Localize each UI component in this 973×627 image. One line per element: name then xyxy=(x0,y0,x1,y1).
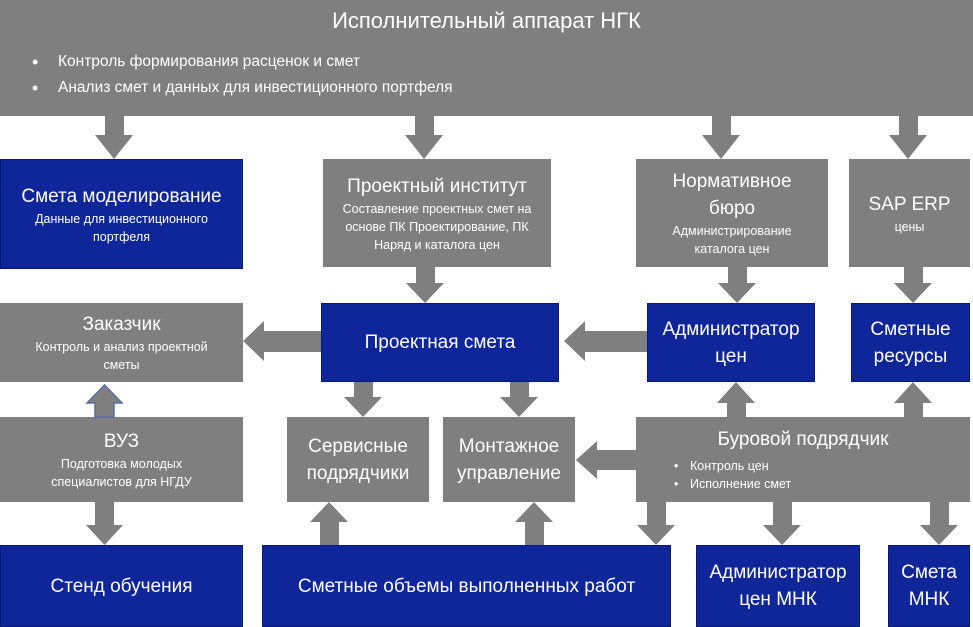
arrow-down xyxy=(920,502,958,545)
box-title: Проектная смета xyxy=(364,332,516,353)
arrow-down xyxy=(702,116,740,159)
sap-erp-box: SAP ERP цены xyxy=(849,159,970,267)
drilling-bullet: Контроль цен xyxy=(666,457,791,475)
box-title: Стенд обучения xyxy=(50,575,193,597)
box-title: ВУЗ xyxy=(103,431,140,452)
box-title: Смета моделирование xyxy=(21,185,222,207)
box-title: Монтажное управление xyxy=(457,435,561,484)
arrow-up xyxy=(717,382,755,417)
project-estimate-box: Проектная смета xyxy=(321,303,559,382)
arrow-down xyxy=(894,267,932,303)
arrow-down xyxy=(86,502,123,545)
design-institute-box: Проектный институт Составление проектных… xyxy=(323,159,551,267)
box-subtitle: Администрирование каталога цен xyxy=(672,224,792,256)
arrow-down xyxy=(406,267,444,303)
box-subtitle: цены xyxy=(894,219,925,234)
arrow-down xyxy=(718,267,756,303)
header-title: Исполнительный аппарат НГК xyxy=(332,8,641,33)
box-title: Проектный институт xyxy=(347,175,527,197)
training-stand-box: Стенд обучения xyxy=(0,545,243,627)
box-title: Администратор цен МНК xyxy=(709,562,847,610)
box-subtitle: Составление проектных смет на основе ПК … xyxy=(342,201,532,252)
installation-department-box: Монтажное управление xyxy=(443,417,575,502)
drilling-contractor-box: Буровой подрядчик Контроль цен Исполнени… xyxy=(636,417,970,502)
arrow-down xyxy=(763,502,801,545)
arrow-down xyxy=(500,382,538,417)
arrow-left xyxy=(564,321,647,361)
box-title: SAP ERP xyxy=(868,193,951,215)
estimate-resources-box: Сметные ресурсы xyxy=(851,303,970,382)
header-executive-apparatus: Исполнительный аппарат НГК Контроль форм… xyxy=(0,0,973,116)
smeta-modeling-box: Смета моделирование Данные для инвестици… xyxy=(0,159,243,269)
customer-box: Заказчик Контроль и анализ проектной сме… xyxy=(0,303,243,382)
box-subtitle: Данные для инвестиционного портфеля xyxy=(35,211,208,244)
arrow-up xyxy=(85,383,124,418)
box-title: Заказчик xyxy=(82,314,161,335)
estimate-mnk-box: Смета МНК xyxy=(888,545,970,627)
header-bullet: Анализ смет и данных для инвестиционного… xyxy=(32,75,453,101)
arrow-up xyxy=(894,382,932,417)
arrow-down xyxy=(889,116,927,159)
header-bullet: Контроль формирования расценок и смет xyxy=(32,49,453,75)
arrow-down xyxy=(637,502,675,545)
box-title: Администратор цен xyxy=(662,318,800,367)
header-bullet-list: Контроль формирования расценок и смет Ан… xyxy=(32,49,453,101)
box-title: Сервисные подрядчики xyxy=(306,435,410,484)
arrow-left xyxy=(576,441,636,479)
university-box: ВУЗ Подготовка молодых специалистов для … xyxy=(0,417,243,502)
arrow-up xyxy=(310,502,348,545)
service-contractors-box: Сервисные подрядчики xyxy=(287,417,429,502)
arrow-up xyxy=(515,502,553,545)
drilling-bullet-list: Контроль цен Исполнение смет xyxy=(666,457,791,493)
box-title: Нормативное бюро xyxy=(672,171,792,219)
arrow-down xyxy=(405,116,443,159)
box-title: Смета МНК xyxy=(901,562,957,610)
arrow-down xyxy=(344,382,382,417)
drilling-bullet: Исполнение смет xyxy=(666,475,791,493)
arrow-left xyxy=(243,321,321,361)
arrow-down xyxy=(95,116,133,159)
completed-work-volumes-box: Сметные объемы выполненных работ xyxy=(262,545,671,627)
normative-bureau-box: Нормативное бюро Администрирование катал… xyxy=(636,159,828,267)
box-subtitle: Подготовка молодых специалистов для НГДУ xyxy=(51,457,192,489)
box-title: Буровой подрядчик xyxy=(717,429,889,450)
box-subtitle: Контроль и анализ проектной сметы xyxy=(35,340,208,372)
box-title: Сметные ресурсы xyxy=(870,318,951,367)
price-administrator-box: Администратор цен xyxy=(647,303,815,382)
box-title: Сметные объемы выполненных работ xyxy=(297,575,636,597)
